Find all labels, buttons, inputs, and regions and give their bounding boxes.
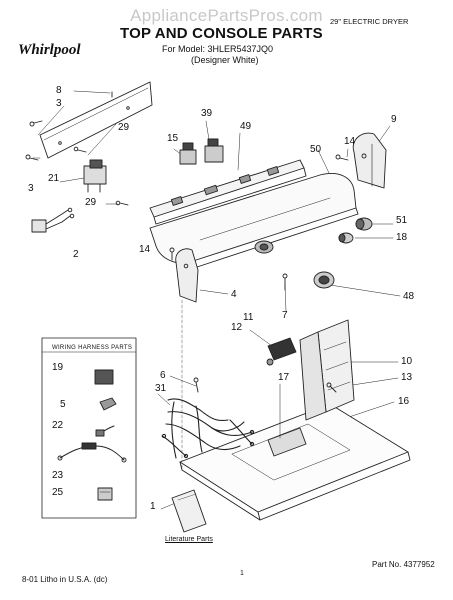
part-15-switch[interactable] bbox=[179, 142, 197, 165]
callout-3-upper[interactable]: 3 bbox=[56, 98, 62, 109]
part-10-lint-housing[interactable] bbox=[299, 319, 355, 421]
part-7-screw[interactable] bbox=[282, 273, 288, 291]
part-50-console-panel[interactable] bbox=[149, 173, 359, 269]
callout-29-upper[interactable]: 29 bbox=[118, 122, 130, 133]
callout-3-lower[interactable]: 3 bbox=[28, 183, 34, 194]
inset-part-23[interactable] bbox=[57, 442, 127, 463]
model-line: For Model: 3HLER5437JQ0 bbox=[162, 44, 274, 54]
callout-18[interactable]: 18 bbox=[396, 232, 408, 243]
part-11-lint-screen[interactable] bbox=[267, 337, 297, 361]
callout-1[interactable]: 1 bbox=[150, 501, 156, 512]
callout-19[interactable]: 19 bbox=[52, 362, 64, 373]
part-8-rear-bracket[interactable] bbox=[39, 81, 153, 159]
page-number: 1 bbox=[240, 570, 244, 577]
callout-11[interactable]: 11 bbox=[243, 312, 254, 323]
footer-part-number: Part No. 4377952 bbox=[372, 560, 435, 569]
callout-16[interactable]: 16 bbox=[398, 396, 410, 407]
part-6-screw[interactable] bbox=[193, 377, 199, 393]
part-3-screw-lower[interactable] bbox=[25, 154, 39, 161]
callout-17[interactable]: 17 bbox=[278, 372, 290, 383]
callout-29-lower[interactable]: 29 bbox=[85, 197, 97, 208]
part-16-top-panel[interactable] bbox=[179, 403, 411, 521]
part-48-knob[interactable] bbox=[313, 271, 335, 289]
part-31-wiring-harness[interactable] bbox=[161, 398, 255, 459]
part-51-knob[interactable] bbox=[355, 217, 373, 231]
callout-23[interactable]: 23 bbox=[52, 470, 64, 481]
spec-line: 29" ELECTRIC DRYER bbox=[330, 17, 409, 26]
part-29-screw-lower[interactable] bbox=[115, 200, 129, 206]
callout-22[interactable]: 22 bbox=[52, 420, 64, 431]
part-21-terminal-block[interactable] bbox=[83, 159, 107, 193]
callout-39[interactable]: 39 bbox=[201, 108, 213, 119]
callout-51[interactable]: 51 bbox=[396, 215, 408, 226]
part-2-connector[interactable] bbox=[31, 207, 75, 233]
callout-8[interactable]: 8 bbox=[56, 85, 62, 96]
literature-label: Literature Parts bbox=[165, 536, 213, 543]
callout-50[interactable]: 50 bbox=[310, 144, 322, 155]
callout-6[interactable]: 6 bbox=[160, 370, 166, 381]
part-12-clip[interactable] bbox=[266, 358, 274, 366]
wiring-harness-inset bbox=[41, 337, 137, 519]
part-1-literature[interactable] bbox=[171, 489, 207, 533]
part-14-screw-lower[interactable] bbox=[169, 247, 175, 261]
callout-15[interactable]: 15 bbox=[167, 133, 179, 144]
callout-7[interactable]: 7 bbox=[282, 310, 288, 321]
callout-21[interactable]: 21 bbox=[48, 173, 60, 184]
part-18-knob[interactable] bbox=[338, 232, 354, 244]
variant-line: (Designer White) bbox=[191, 55, 259, 65]
inset-part-22[interactable] bbox=[95, 425, 115, 437]
inset-part-19[interactable] bbox=[94, 369, 114, 385]
callout-25[interactable]: 25 bbox=[52, 487, 64, 498]
part-3-screw-upper[interactable] bbox=[29, 120, 43, 127]
part-4-end-cap[interactable] bbox=[175, 248, 199, 303]
watermark: AppliancePartsPros.com bbox=[130, 6, 323, 25]
part-17-grille[interactable] bbox=[267, 427, 307, 457]
callout-10[interactable]: 10 bbox=[401, 356, 413, 367]
brand-logo: Whirlpool bbox=[18, 42, 81, 58]
callout-5[interactable]: 5 bbox=[60, 399, 66, 410]
callout-49[interactable]: 49 bbox=[240, 121, 252, 132]
footer-litho: 8-01 Litho in U.S.A. (dc) bbox=[22, 575, 108, 584]
callout-4[interactable]: 4 bbox=[231, 289, 237, 300]
callout-13[interactable]: 13 bbox=[401, 372, 413, 383]
callout-14-lower[interactable]: 14 bbox=[139, 244, 151, 255]
callout-12[interactable]: 12 bbox=[231, 322, 243, 333]
page-title: TOP AND CONSOLE PARTS bbox=[120, 25, 323, 42]
part-29-screw-upper[interactable] bbox=[73, 146, 87, 153]
part-14-screw-upper[interactable] bbox=[335, 154, 349, 161]
inset-part-5[interactable] bbox=[99, 397, 117, 411]
callout-14-upper[interactable]: 14 bbox=[344, 136, 356, 147]
callout-9[interactable]: 9 bbox=[391, 114, 397, 125]
part-9-end-cap[interactable] bbox=[352, 132, 387, 189]
part-49-control-bracket[interactable] bbox=[149, 159, 307, 225]
callout-2[interactable]: 2 bbox=[73, 249, 79, 260]
part-13-screw[interactable] bbox=[326, 382, 337, 393]
inset-part-25[interactable] bbox=[97, 487, 113, 501]
part-39-switch[interactable] bbox=[204, 138, 224, 163]
callout-48[interactable]: 48 bbox=[403, 291, 415, 302]
inset-title: WIRING HARNESS PARTS bbox=[52, 345, 133, 351]
callout-31[interactable]: 31 bbox=[155, 383, 167, 394]
